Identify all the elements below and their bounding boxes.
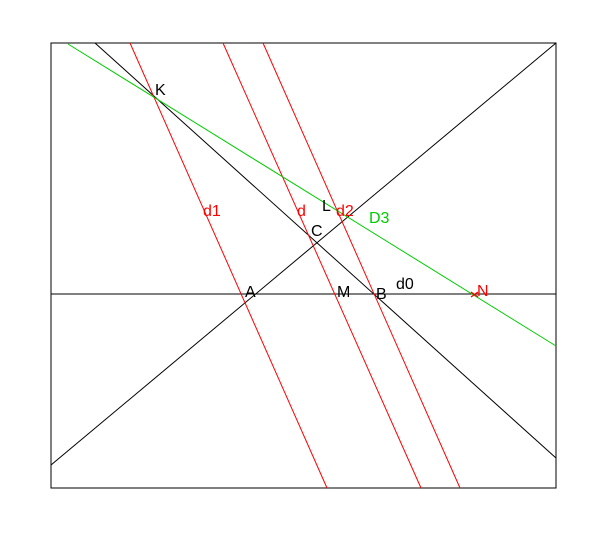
label-D3: D3 xyxy=(369,210,390,227)
label-M: M xyxy=(337,284,350,301)
line-d1 xyxy=(129,42,328,489)
label-d: d xyxy=(297,203,306,220)
line-D3 xyxy=(67,43,557,347)
label-K: K xyxy=(155,82,166,99)
line-labels: d0 d1 d d2 D3 xyxy=(203,203,414,293)
point-N-marker xyxy=(470,291,479,298)
line-kb xyxy=(94,42,557,459)
black-lines xyxy=(50,42,557,466)
label-N: N xyxy=(477,283,489,300)
label-A: A xyxy=(245,284,256,301)
point-labels: K L C A M B N xyxy=(155,82,489,303)
figure-frame xyxy=(50,42,557,489)
label-d0: d0 xyxy=(396,276,414,293)
label-B: B xyxy=(376,286,387,303)
label-d1: d1 xyxy=(203,203,221,220)
label-L: L xyxy=(322,198,331,215)
label-C: C xyxy=(311,223,323,240)
red-lines xyxy=(129,42,461,489)
line-d xyxy=(222,42,422,489)
line-d2 xyxy=(262,42,461,489)
label-d2: d2 xyxy=(336,203,354,220)
line-ac xyxy=(50,42,557,466)
